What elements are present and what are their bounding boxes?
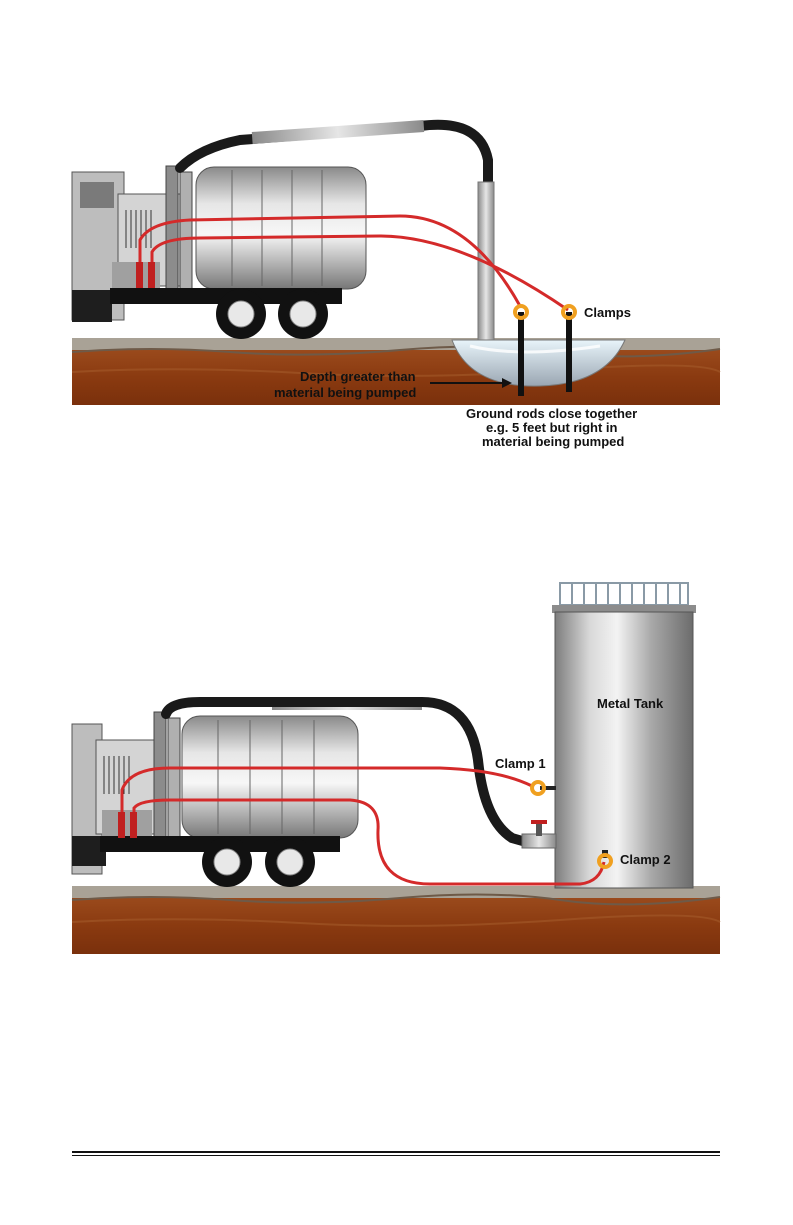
footer-rule	[72, 1151, 720, 1156]
bottom-diagram: Metal Tank Clamp 1 Clamp 2	[72, 583, 720, 954]
top-diagram: Clamps Depth greater than material being…	[72, 120, 720, 449]
top-label-depth-line-1: Depth greater than	[300, 369, 416, 384]
top-label-depth-line-2: material being pumped	[274, 385, 416, 400]
label-clamp-2: Clamp 2	[620, 852, 671, 867]
valve-icon	[536, 824, 542, 836]
label-metal-tank: Metal Tank	[597, 696, 664, 711]
top-ground-rod-2	[566, 312, 572, 392]
top-ground-rod-1	[518, 312, 524, 396]
label-clamp-1: Clamp 1	[495, 756, 546, 771]
top-label-rods-line-1: Ground rods close together	[466, 406, 637, 421]
top-label-rods-line-2: e.g. 5 feet but right in	[486, 420, 618, 435]
top-label-rods-line-3: material being pumped	[482, 434, 624, 449]
top-label-clamps: Clamps	[584, 305, 631, 320]
top-truck	[72, 166, 366, 339]
tank-inlet-pipe	[522, 834, 556, 848]
clamp-1-icon	[532, 782, 544, 794]
metal-tank	[552, 583, 696, 888]
